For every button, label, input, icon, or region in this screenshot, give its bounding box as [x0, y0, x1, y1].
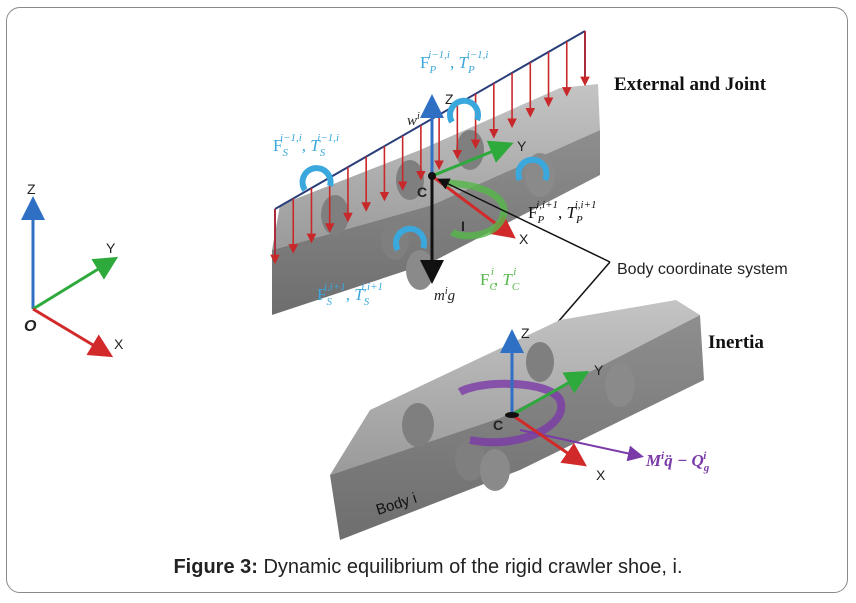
fs-next-moment-icon	[393, 225, 427, 252]
bottom-y-axis	[511, 371, 590, 417]
bottom-z-label: Z	[521, 325, 530, 341]
global-z-label: Z	[27, 181, 36, 197]
top-knuckle-6	[406, 250, 434, 290]
fs-prev-moment-icon	[299, 165, 334, 192]
gravity-label: mig	[434, 286, 456, 304]
figure-caption: Figure 3: Dynamic equilibrium of the rig…	[0, 556, 856, 579]
inertia-expression: Miq̈ − Qgi	[645, 450, 710, 474]
load-label: wi	[407, 111, 420, 129]
distributed-load	[270, 30, 590, 265]
contact-force-label: FCi, TCi	[480, 266, 520, 293]
bottom-knuckle-2	[455, 439, 485, 481]
bottom-y-label: Y	[594, 362, 604, 378]
caption-text: Dynamic equilibrium of the rigid crawler…	[257, 556, 683, 578]
global-y-label: Y	[106, 240, 116, 256]
top-z-label: Z	[445, 91, 454, 107]
global-x-axis	[32, 307, 114, 358]
inertia-heading: Inertia	[708, 332, 764, 353]
bottom-x-axis	[511, 413, 587, 467]
fp-prev-moment-icon	[447, 97, 481, 124]
fp-next-moment-icon	[515, 156, 550, 182]
contact-moment-icon	[446, 179, 508, 240]
top-center-point	[428, 172, 436, 180]
global-x-label: X	[114, 336, 124, 352]
top-inertia-point-label: I	[461, 218, 465, 234]
load-arrows	[270, 31, 590, 265]
callout-line-top	[437, 178, 611, 263]
global-origin-label: O	[24, 318, 37, 335]
fs-prev-label: FSi−1,i, TSi−1,i	[273, 132, 339, 159]
global-y-axis	[32, 256, 119, 311]
top-knuckle-4	[525, 153, 555, 197]
fs-next-label: FSi,i+1, TSi,i+1	[317, 281, 383, 308]
force-labels: FPi−1,i, TPi−1,i FSi−1,i, TSi−1,i FPi,i+…	[273, 49, 597, 308]
fp-next-label: FPi,i+1, TPi,i+1	[528, 199, 597, 226]
bottom-x-label: X	[596, 467, 606, 483]
joint-moments	[299, 97, 550, 252]
bottom-body-axes: Z Y X C	[493, 325, 606, 483]
inertia-moment-icon	[457, 379, 566, 447]
top-knuckle-1	[321, 195, 349, 235]
bottom-knuckle-1	[402, 403, 434, 447]
caption-label: Figure 3:	[173, 556, 258, 578]
top-y-axis	[431, 140, 514, 178]
bottom-knuckle-5	[605, 363, 635, 407]
top-center-label: C	[417, 184, 427, 200]
fp-prev-label: FPi−1,i, TPi−1,i	[420, 49, 489, 76]
top-y-label: Y	[517, 138, 527, 154]
bottom-knuckle-3	[480, 449, 510, 491]
load-line-top	[274, 30, 586, 210]
external-joint-heading: External and Joint	[614, 74, 767, 95]
body-coordinate-label: Body coordinate system	[617, 261, 788, 278]
bottom-center-point	[505, 412, 519, 418]
bottom-center-label: C	[493, 417, 503, 433]
global-frame: Z Y X O	[21, 181, 124, 358]
bottom-knuckle-4	[526, 342, 554, 382]
top-x-label: X	[519, 231, 529, 247]
